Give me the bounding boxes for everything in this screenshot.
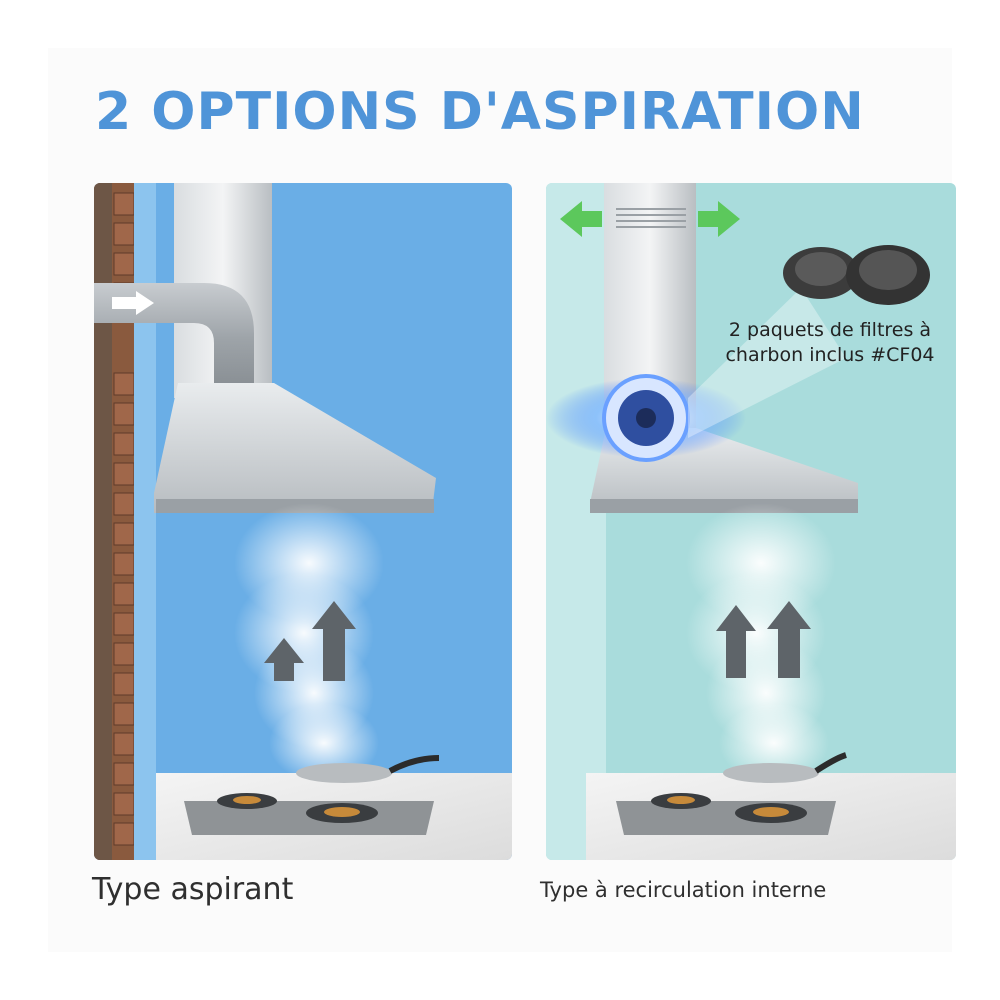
charcoal-filter-glow-icon (546, 374, 746, 462)
filter-description: 2 paquets de filtres à charbon inclus #C… (700, 318, 960, 368)
caption-recirculation: Type à recirculation interne (540, 878, 827, 902)
vent-grille (616, 208, 686, 228)
ducted-hood-illustration (94, 183, 512, 860)
gas-cooktop (184, 793, 434, 835)
recirculation-hood-illustration (546, 183, 956, 860)
filter-label-line1: 2 paquets de filtres à (728, 319, 932, 341)
charcoal-filters-icon (783, 245, 930, 305)
frying-pan (296, 755, 440, 783)
airflow-side-arrows (560, 201, 740, 237)
page-title: 2 OPTIONS D'ASPIRATION (95, 82, 865, 142)
steam (234, 503, 384, 783)
caption-ducted: Type aspirant (92, 872, 294, 907)
airflow-up-arrows (716, 601, 811, 678)
exhaust-duct (94, 283, 254, 393)
gas-cooktop (616, 793, 836, 835)
filter-label-line2: charbon inclus #CF04 (725, 344, 935, 366)
frying-pan (723, 752, 847, 783)
hood-canopy (154, 383, 436, 513)
steam (686, 503, 836, 783)
airflow-up-arrows (264, 601, 356, 681)
